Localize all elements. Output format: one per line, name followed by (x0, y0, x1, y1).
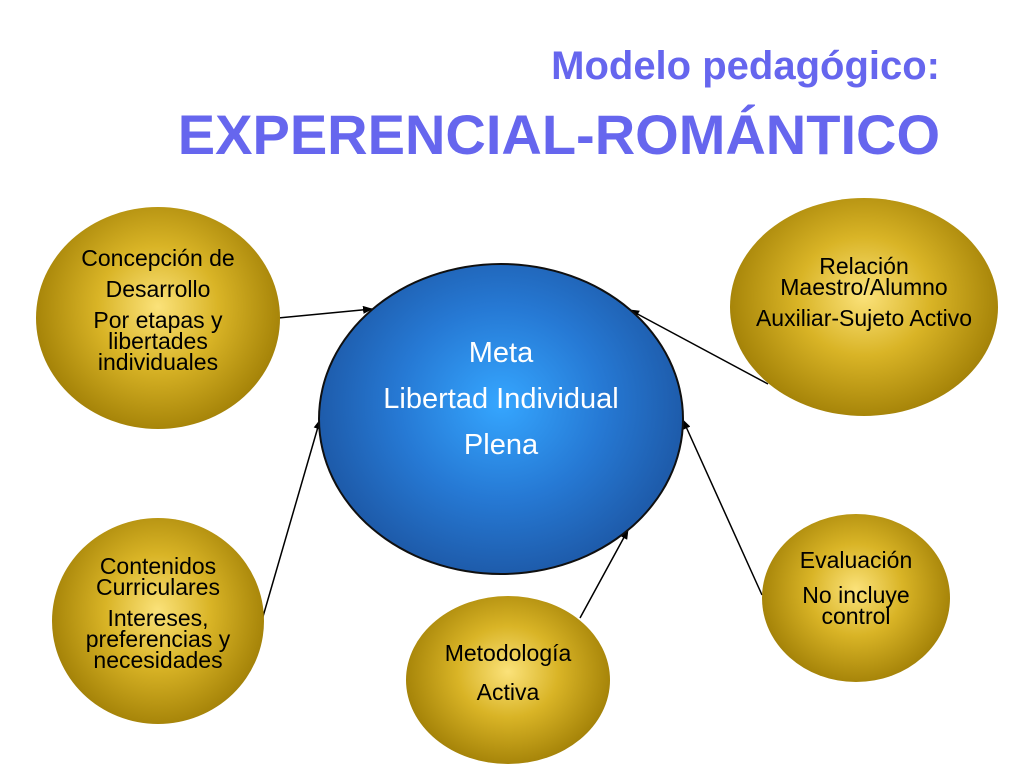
arrow-relacion-to-center (629, 309, 769, 385)
node-evaluacion: Evaluación No incluye control (762, 514, 950, 682)
arrow-contenidos-to-center (261, 419, 322, 621)
evaluacion-line2: No incluye control (802, 581, 910, 629)
slide-title: EXPERENCIAL-ROMÁNTICO (177, 103, 940, 166)
slide-subtitle: Modelo pedagógico: (551, 44, 940, 88)
node-relacion: Relación Maestro/Alumno Auxiliar-Sujeto … (730, 198, 998, 416)
concepcion-line1: Concepción de (81, 244, 235, 271)
metodologia-line1: Metodología (444, 640, 572, 666)
node-metodologia: Metodología Activa (406, 596, 610, 764)
center-node-meta: Meta Libertad Individual Plena (318, 263, 684, 575)
center-line-plena: Plena (463, 429, 539, 461)
node-contenidos: Contenidos Curriculares Intereses, prefe… (52, 518, 264, 724)
concepcion-line3: Por etapas y libertades individuales (93, 306, 223, 375)
contenidos-line2: Intereses, preferencias y necesidades (85, 604, 231, 673)
concepcion-line2: Desarrollo (105, 275, 211, 302)
center-line-meta: Meta (468, 337, 534, 369)
contenidos-line1: Contenidos Curriculares (96, 552, 220, 600)
relacion-line2: Auxiliar-Sujeto Activo (755, 304, 973, 331)
arrow-metodologia-to-center (579, 529, 629, 619)
arrow-concepcion-to-center (277, 305, 373, 319)
evaluacion-line1: Evaluación (799, 546, 913, 573)
arrow-evaluacion-to-center (682, 419, 763, 596)
node-concepcion: Concepción de Desarrollo Por etapas y li… (36, 207, 280, 429)
relacion-line1: Relación Maestro/Alumno (780, 252, 948, 300)
center-line-libertad: Libertad Individual (383, 383, 619, 415)
metodologia-line2: Activa (476, 679, 540, 705)
